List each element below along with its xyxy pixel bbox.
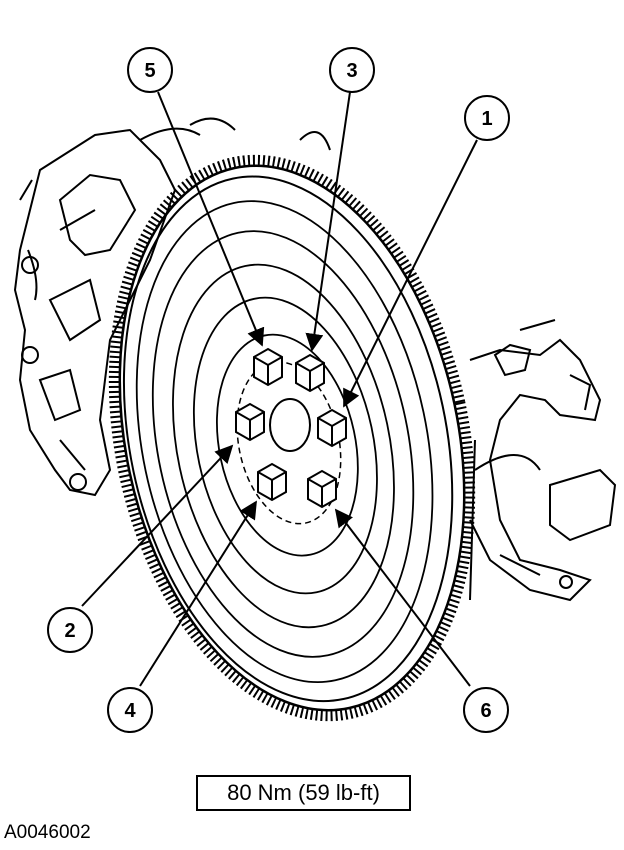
leader-5	[157, 91, 265, 347]
leader-3	[305, 91, 351, 352]
callout-2-label: 2	[64, 620, 75, 642]
callout-2: 2	[47, 607, 93, 653]
engine-block-right	[469, 319, 617, 602]
callout-3-label: 3	[346, 60, 357, 82]
bolt-4	[257, 462, 287, 502]
callout-4-label: 4	[124, 700, 136, 722]
callout-4: 4	[107, 687, 153, 733]
flywheel-bolts	[235, 347, 347, 509]
leader-4	[139, 500, 257, 687]
figure-id: A0046002	[4, 822, 91, 843]
leader-1	[343, 139, 478, 408]
bolt-2	[235, 402, 265, 442]
leader-2	[81, 444, 234, 607]
callout-1-label: 1	[481, 108, 492, 130]
callout-6: 6	[463, 687, 509, 733]
bolt-3	[295, 353, 325, 393]
callout-1: 1	[464, 95, 510, 141]
leader-lines	[81, 91, 478, 687]
leader-6	[334, 508, 471, 687]
bolt-5	[253, 347, 283, 387]
bolt-6	[307, 469, 337, 509]
bolt-1	[317, 408, 347, 448]
callouts: 5 3 1 2 4 6	[47, 47, 510, 733]
callout-5: 5	[127, 47, 173, 93]
callout-6-label: 6	[480, 700, 491, 722]
torque-specification: 80 Nm (59 lb-ft)	[196, 775, 411, 811]
callout-5-label: 5	[144, 60, 155, 82]
engine-block-left	[13, 117, 331, 497]
flywheel-center-hole	[269, 398, 311, 452]
callout-3: 3	[329, 47, 375, 93]
